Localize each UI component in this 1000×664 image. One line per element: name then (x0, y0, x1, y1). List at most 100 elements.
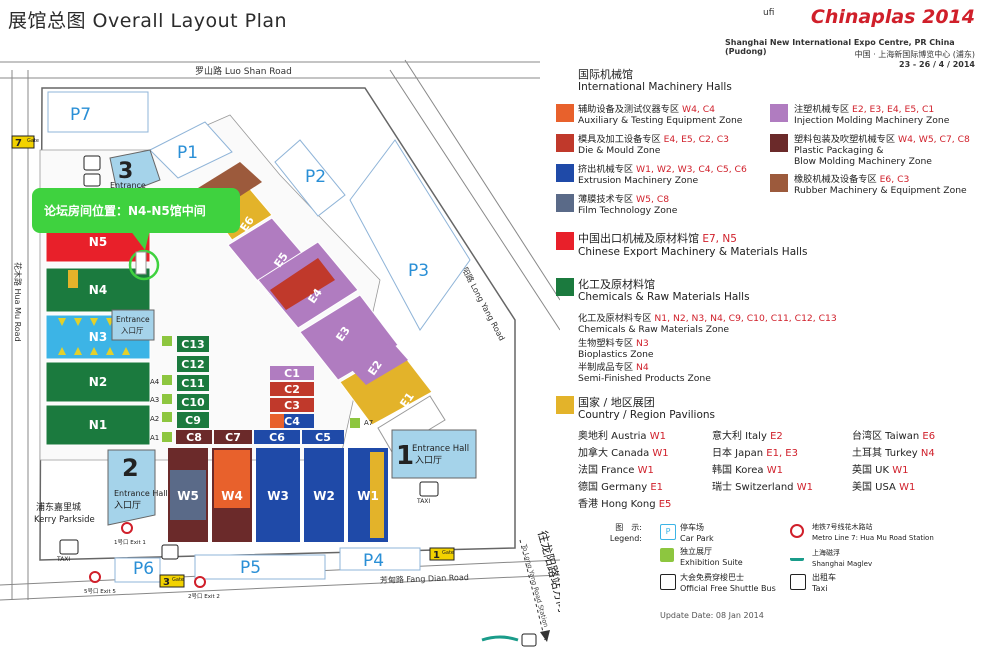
shuttle-bus-icon (660, 574, 676, 590)
conf-c8: C8 (186, 431, 202, 444)
annex-a7: A7 (364, 419, 373, 427)
hall-w5: W5 (177, 489, 199, 503)
venue-map: 罗山路 Luo Shan Road 花木路 Hua Mu Road 龙阳路 Lo… (0, 59, 560, 647)
country-austria: 奥地利 Austria W1 (578, 431, 666, 442)
parking-p6: P6 (133, 559, 154, 579)
conf-c10: C10 (181, 396, 205, 409)
conf-c5: C5 (315, 431, 331, 444)
gate-7: 7 (15, 138, 22, 149)
entrance-3-number: 3 (118, 159, 133, 184)
country-hongkong: 香港 Hong Kong E5 (578, 499, 672, 510)
swatch-packaging (770, 134, 788, 152)
page-title: 展馆总图 Overall Layout Plan (8, 10, 288, 32)
entrance-2-number: 2 (122, 454, 139, 482)
swatch-injection (770, 104, 788, 122)
swatch-country (556, 396, 574, 414)
annex-a4: A4 (150, 378, 160, 386)
parking-p7: P7 (70, 105, 91, 125)
hall-n5: N5 (89, 235, 107, 249)
entrance-2-label: Entrance Hall (114, 489, 168, 498)
country-switzerland: 瑞士 Switzerland W1 (712, 482, 813, 493)
hall-w1: W1 (357, 489, 379, 503)
taxi-icon: TAXI (56, 556, 70, 563)
conf-c2: C2 (284, 383, 300, 396)
legend-panel: 国际机械馆 International Machinery Halls 辅助设备… (550, 66, 990, 626)
exit-2: 2号口 Exit 2 (188, 593, 220, 600)
parking-p1: P1 (177, 143, 198, 163)
country-taiwan: 台湾区 Taiwan E6 (852, 431, 936, 442)
kerry-zh: 浦东嘉里城 (36, 501, 81, 513)
maglev-icon (790, 550, 804, 561)
country-korea: 韩国 Korea W1 (712, 465, 783, 476)
conf-c11: C11 (181, 377, 204, 390)
country-turkey: 土耳其 Turkey N4 (852, 448, 935, 459)
swatch-extrusion (556, 164, 574, 182)
conf-c12: C12 (181, 358, 204, 371)
swatch-export (556, 232, 574, 250)
hall-w3: W3 (267, 489, 289, 503)
exhibition-suite-icon (660, 548, 674, 562)
gate-3: 3 (163, 577, 170, 588)
country-usa: 美国 USA W1 (852, 482, 916, 493)
taxi-icon: TAXI (416, 498, 430, 505)
hall-n4: N4 (89, 283, 107, 297)
entrance-n3-zh: 入口厅 (121, 326, 144, 335)
gate-7-label: Gate (27, 138, 39, 144)
metro-icon (790, 524, 804, 538)
road-luoshan: 罗山路 Luo Shan Road (195, 65, 292, 77)
country-japan: 日本 Japan E1, E3 (712, 448, 798, 459)
entrance-3-label: Entrance (110, 181, 146, 190)
venue-en: Shanghai New International Expo Centre, … (725, 38, 955, 56)
parking-p4: P4 (363, 551, 384, 571)
update-date: Update Date: 08 Jan 2014 (660, 611, 764, 620)
swatch-aux (556, 104, 574, 122)
taxi-icon (790, 574, 806, 590)
conf-c7: C7 (225, 431, 241, 444)
kerry-en: Kerry Parkside (34, 515, 95, 525)
gate-3-label: Gate (172, 577, 184, 583)
hall-n1: N1 (89, 418, 107, 432)
entrance-2-zh: 入口厅 (114, 500, 141, 511)
country-france: 法国 France W1 (578, 465, 654, 476)
swatch-die (556, 134, 574, 152)
conf-c1: C1 (284, 367, 300, 380)
conf-c6: C6 (269, 431, 285, 444)
annex-a3: A3 (150, 396, 159, 404)
chinaplas-logo: Chinaplas 2014 (810, 6, 975, 28)
entrance-1-label: Entrance Hall (412, 444, 469, 454)
entrance-1-zh: 入口厅 (415, 455, 442, 466)
exit-1: 1号口 Exit 1 (114, 539, 146, 546)
swatch-film (556, 194, 574, 212)
parking-p2: P2 (305, 167, 326, 187)
chinaplas-brand: ufi Chinaplas 2014 Shanghai New Internat… (725, 6, 985, 69)
exit-5: 5号口 Exit 5 (84, 588, 116, 595)
conf-c4: C4 (284, 415, 300, 428)
event-dates: 23 - 26 / 4 / 2014 (899, 60, 975, 69)
annex-a2: A2 (150, 415, 159, 423)
swatch-chem (556, 278, 574, 296)
country-uk: 英国 UK W1 (852, 465, 909, 476)
hall-w2: W2 (313, 489, 335, 503)
conf-c9: C9 (185, 414, 201, 427)
gate-1: 1 (433, 550, 440, 561)
forum-callout: 论坛房间位置：N4-N5馆中间 (44, 203, 206, 218)
country-germany: 德国 Germany E1 (578, 482, 664, 493)
annex-a1: A1 (150, 434, 159, 442)
swatch-rubber (770, 174, 788, 192)
